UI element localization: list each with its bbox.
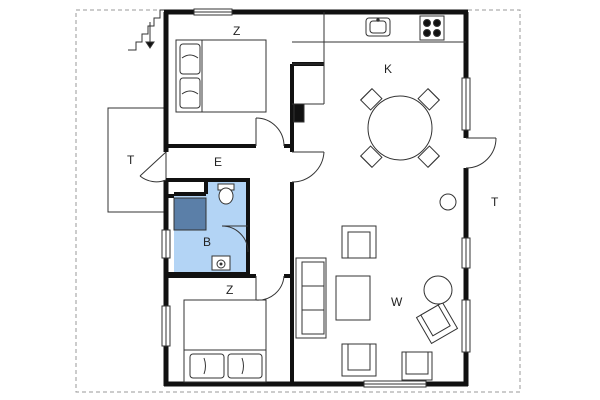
label-bedroom-bottom: Z xyxy=(226,283,233,297)
label-terrace-left: T xyxy=(127,153,135,167)
sofa xyxy=(295,257,327,339)
sink-icon xyxy=(365,17,391,37)
doors xyxy=(139,117,497,301)
armchair-rotated xyxy=(415,301,459,345)
round-table xyxy=(423,275,453,305)
lamp-icon xyxy=(439,193,457,211)
armchair-corner xyxy=(401,351,433,381)
bed-top xyxy=(175,39,267,113)
armchair-bottom xyxy=(341,343,377,377)
kitchen-cabinets xyxy=(292,12,466,123)
label-hall: E xyxy=(214,155,222,169)
dining-table xyxy=(359,87,441,169)
label-bathroom: B xyxy=(203,235,211,249)
label-kitchen: K xyxy=(384,62,392,76)
windows xyxy=(161,8,471,388)
toilet-icon xyxy=(217,183,235,205)
label-bedroom-top: Z xyxy=(233,24,240,38)
basin-icon xyxy=(211,255,231,271)
interior-walls xyxy=(166,62,324,386)
stairs xyxy=(128,9,166,51)
bathroom-area xyxy=(173,182,248,272)
armchair-top xyxy=(341,225,377,259)
terrace-left xyxy=(107,107,167,213)
label-terrace-right: T xyxy=(491,195,499,209)
stove-icon xyxy=(419,15,445,41)
bed-bottom xyxy=(183,299,267,383)
label-living-room: W xyxy=(391,295,403,309)
coffee-table xyxy=(335,275,371,321)
exterior-walls xyxy=(163,9,469,387)
